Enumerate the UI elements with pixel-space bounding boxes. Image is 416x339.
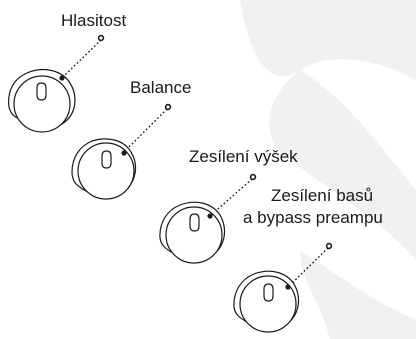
- knob-treble-pointer: [189, 213, 200, 232]
- knob-volume: [8, 69, 76, 133]
- knob-bass-pointer: [263, 283, 274, 302]
- watermark-shape-bottom: [300, 250, 416, 339]
- knob-volume-marker-dot: [59, 75, 65, 81]
- label-bass-line-1: Zesílení basů: [271, 186, 373, 205]
- knob-balance: [71, 138, 137, 200]
- knob-balance-face: [77, 142, 135, 200]
- control-bass: Zesílení basů a bypass preampu: [233, 186, 383, 333]
- label-bass: Zesílení basů a bypass preampu: [243, 186, 383, 227]
- knob-treble-marker-dot: [207, 213, 213, 219]
- label-volume: Hlasitost: [61, 11, 126, 30]
- knob-volume-face: [13, 75, 71, 133]
- knob-bass: [233, 270, 300, 333]
- knob-treble: [159, 201, 226, 264]
- anchor-point-balance: [164, 103, 172, 111]
- label-bass-line-2: a bypass preampu: [243, 208, 383, 227]
- anchor-point-treble: [249, 173, 257, 181]
- knob-bass-marker-dot: [285, 284, 291, 290]
- leader-volume: [61, 39, 102, 79]
- knob-bass-face: [239, 275, 297, 333]
- watermark-shape-middle: [269, 70, 416, 260]
- label-volume-line-1: Hlasitost: [61, 11, 126, 30]
- leader-balance: [123, 108, 168, 153]
- knob-volume-pointer: [36, 82, 47, 101]
- background-watermark: [240, 0, 416, 339]
- anchor-point-bass: [325, 242, 333, 250]
- leader-bass: [287, 247, 329, 288]
- label-treble-line-1: Zesílení výšek: [189, 147, 298, 166]
- label-balance: Balance: [130, 78, 191, 97]
- control-volume: Hlasitost: [8, 11, 126, 133]
- knob-balance-marker-dot: [121, 150, 127, 156]
- leader-treble: [209, 178, 253, 217]
- knob-balance-pointer: [101, 150, 112, 169]
- watermark-shape-top: [240, 0, 416, 80]
- label-treble: Zesílení výšek: [189, 147, 298, 166]
- anchor-point-volume: [97, 34, 105, 42]
- knob-treble-face: [165, 206, 223, 264]
- control-treble: Zesílení výšek: [159, 147, 298, 264]
- control-balance: Balance: [71, 78, 191, 200]
- label-balance-line-1: Balance: [130, 78, 191, 97]
